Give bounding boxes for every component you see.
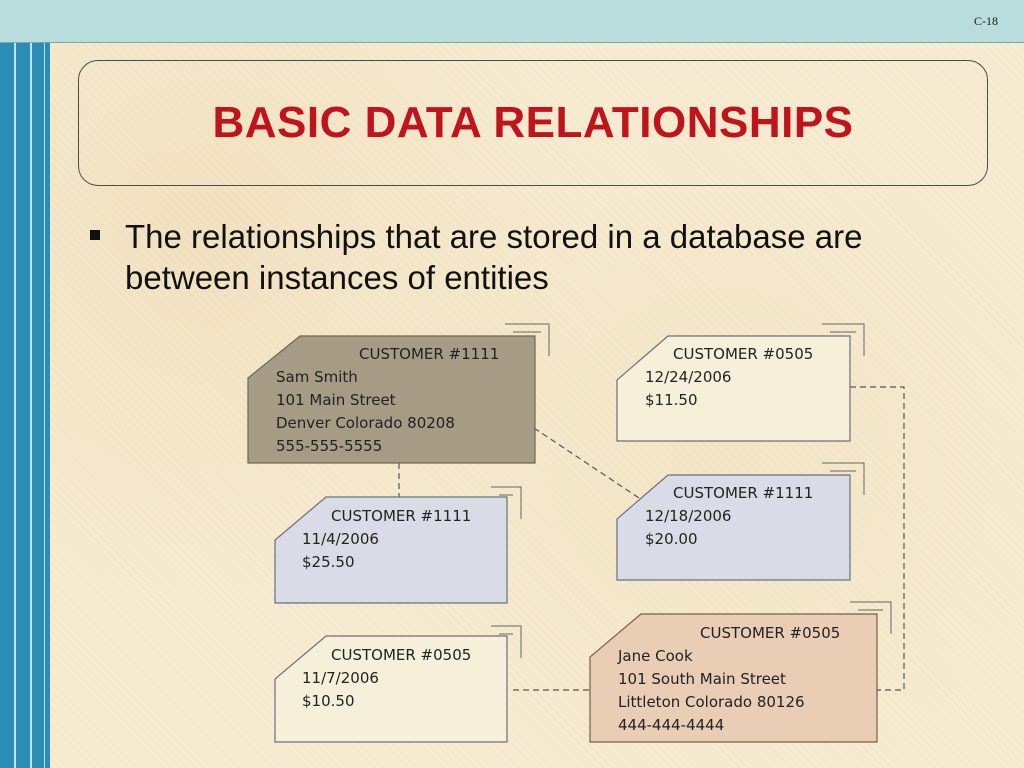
order-amount: $25.50 <box>302 553 355 571</box>
customer-name: Sam Smith <box>276 368 358 386</box>
order-amount: $20.00 <box>645 530 698 548</box>
side-bar-stripe <box>44 43 45 768</box>
customer-phone: 555-555-5555 <box>276 437 383 455</box>
bullet-text: The relationships that are stored in a d… <box>125 218 863 296</box>
customer-name: Jane Cook <box>618 647 693 665</box>
card-header: CUSTOMER #0505 <box>700 624 841 642</box>
card-customer-sam-smith-text: CUSTOMER #1111 Sam Smith 101 Main Street… <box>276 343 499 458</box>
order-amount: $10.50 <box>302 692 355 710</box>
connector-order-0505-b-to-jane <box>850 386 905 691</box>
order-date: 11/4/2006 <box>302 530 379 548</box>
card-order-0505-a <box>274 625 522 743</box>
order-date: 12/18/2006 <box>645 507 732 525</box>
square-bullet-icon <box>90 230 100 240</box>
card-order-1111-b <box>616 462 865 581</box>
card-header: CUSTOMER #1111 <box>673 484 814 502</box>
customer-street: 101 Main Street <box>276 391 396 409</box>
side-bar-stripe <box>14 43 16 768</box>
connector-sam-to-order-0505-a <box>533 427 643 501</box>
side-bar-stripe <box>30 43 32 768</box>
card-header: CUSTOMER #0505 <box>331 646 472 664</box>
order-date: 11/7/2006 <box>302 669 379 687</box>
top-bar: C-18 <box>0 0 1024 43</box>
card-order-1111-a <box>274 486 522 604</box>
order-date: 12/24/2006 <box>645 368 732 386</box>
customer-city: Denver Colorado 80208 <box>276 414 455 432</box>
slide-number: C-18 <box>974 14 998 28</box>
card-order-0505-a-text: CUSTOMER #0505 11/7/2006 $10.50 <box>302 644 471 713</box>
title-box: BASIC DATA RELATIONSHIPS <box>78 60 988 186</box>
card-order-1111-b-text: CUSTOMER #1111 12/18/2006 $20.00 <box>645 482 813 551</box>
customer-phone: 444-444-4444 <box>618 716 725 734</box>
side-bar <box>0 43 50 768</box>
bullet-point: The relationships that are stored in a d… <box>90 216 970 298</box>
card-header: CUSTOMER #1111 <box>359 345 500 363</box>
order-amount: $11.50 <box>645 391 698 409</box>
card-order-0505-b-text: CUSTOMER #0505 12/24/2006 $11.50 <box>645 343 813 412</box>
card-customer-sam-smith <box>247 323 550 464</box>
card-header: CUSTOMER #1111 <box>331 507 472 525</box>
card-customer-jane-cook <box>589 601 892 743</box>
card-order-0505-b <box>616 323 865 442</box>
slide-title: BASIC DATA RELATIONSHIPS <box>212 98 854 147</box>
card-customer-jane-cook-text: CUSTOMER #0505 Jane Cook 101 South Main … <box>618 622 840 737</box>
card-order-1111-a-text: CUSTOMER #1111 11/4/2006 $25.50 <box>302 505 471 574</box>
card-header: CUSTOMER #0505 <box>673 345 814 363</box>
customer-street: 101 South Main Street <box>618 670 786 688</box>
customer-city: Littleton Colorado 80126 <box>618 693 805 711</box>
